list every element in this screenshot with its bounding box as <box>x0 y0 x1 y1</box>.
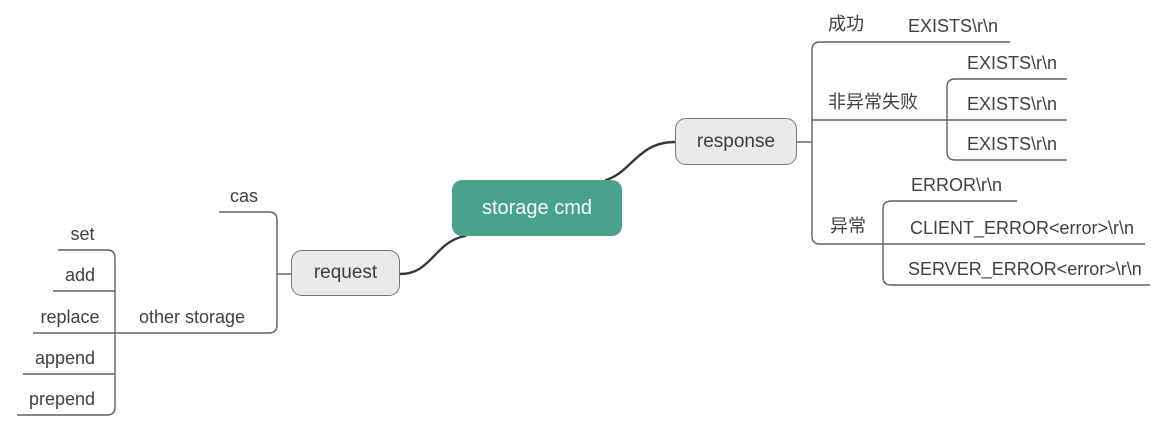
topic-exists-3[interactable]: EXISTS\r\n <box>967 134 1058 154</box>
edge-root-to-response <box>604 140 677 182</box>
bracket-request-children <box>33 211 278 334</box>
topic-exists-2[interactable]: EXISTS\r\n <box>967 94 1058 114</box>
topic-non-exception-failure[interactable]: 非异常失败 <box>828 92 918 112</box>
topic-exception[interactable]: 异常 <box>830 216 866 236</box>
topic-client-error[interactable]: CLIENT_ERROR<error>\r\n <box>910 218 1135 238</box>
node-storage-cmd-label: storage cmd <box>481 196 593 219</box>
topic-success[interactable]: 成功 <box>828 14 864 34</box>
bracket-exception-children <box>882 200 1150 286</box>
topic-other-storage[interactable]: other storage <box>138 307 246 327</box>
topic-success-exists[interactable]: EXISTS\r\n <box>908 16 999 36</box>
topic-set[interactable]: set <box>70 224 95 244</box>
bracket-response-children <box>811 41 1145 245</box>
edge-root-to-request <box>398 234 467 276</box>
bracket-other-storage-children <box>17 249 116 416</box>
topic-error[interactable]: ERROR\r\n <box>911 175 1003 195</box>
node-storage-cmd[interactable]: storage cmd <box>452 180 622 236</box>
topic-exists-1[interactable]: EXISTS\r\n <box>967 53 1058 73</box>
node-response[interactable]: response <box>675 118 797 165</box>
topic-replace[interactable]: replace <box>40 307 100 327</box>
topic-prepend[interactable]: prepend <box>28 389 96 409</box>
topic-append[interactable]: append <box>34 348 96 368</box>
node-response-label: response <box>696 130 776 152</box>
topic-add[interactable]: add <box>64 265 96 285</box>
topic-server-error[interactable]: SERVER_ERROR<error>\r\n <box>908 259 1142 279</box>
topic-cas[interactable]: cas <box>229 186 258 206</box>
bracket-exists-children <box>946 78 1067 161</box>
node-request-label: request <box>313 262 378 283</box>
node-request[interactable]: request <box>291 250 400 296</box>
